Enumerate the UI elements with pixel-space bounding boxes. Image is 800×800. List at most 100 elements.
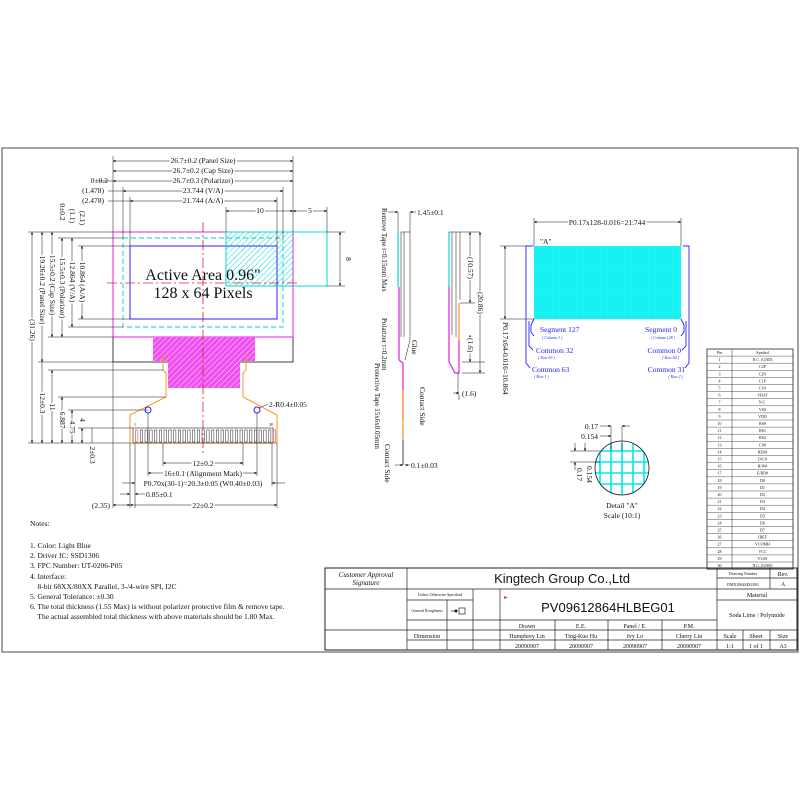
dim-16-a: (1.6)	[466, 338, 475, 353]
role-panel: Panel / E.	[623, 624, 647, 630]
pin-number: 8	[719, 407, 721, 412]
dim-10: 10	[256, 206, 264, 215]
date-panel: 20090907	[623, 644, 647, 650]
pin-symbol: C2P	[759, 364, 767, 369]
fpc-contact-pin	[230, 429, 234, 443]
note-3: 3. FPC Number: UT-0206-P05	[30, 561, 122, 570]
protective-tape-label: Protective Tape 15x6x0.05mm	[373, 363, 381, 449]
row-2-label: ( Row 2 )	[668, 374, 683, 379]
pin-number: 22	[718, 506, 722, 511]
dim-total-height: (31.26)	[28, 319, 37, 341]
ref-0-vertical: 0±0.2	[58, 203, 67, 220]
hatched-region	[226, 232, 293, 286]
fpc-contact-pin	[273, 429, 276, 443]
pin-number: 19	[718, 485, 722, 490]
ref-1478: (1.478)	[82, 186, 104, 195]
dim-alignment-mark: 16±0.1 (Alignment Mark)	[164, 469, 243, 478]
detail-width-x: 0.154	[581, 432, 598, 441]
ic-area	[153, 337, 255, 388]
pin-symbol: C1P	[759, 378, 767, 383]
fpc-contact-pin	[225, 429, 229, 443]
pin-number: 30	[718, 563, 722, 568]
pin-symbol: D4	[760, 506, 765, 511]
fpc-contact-pin	[173, 429, 177, 443]
pin-symbol: N.C. (GND)	[753, 563, 774, 568]
drawing-number: DMX2864SDGE01	[727, 582, 759, 587]
red-arrow-icon	[504, 596, 508, 599]
dim-va-height: 12.864 (V/A)	[68, 262, 77, 303]
note-4: 4. Interface:	[30, 572, 66, 581]
pixel-width-dim: P0.17x128-0.016=21.744	[569, 218, 646, 227]
name-pm: Cherry Lin	[676, 634, 703, 640]
fpc-contact-pin	[135, 429, 139, 443]
active-area-label: Active Area 0.96"	[145, 267, 260, 284]
pin-number: 14	[718, 449, 722, 454]
detail-title: Detail "A"	[606, 501, 638, 510]
fpc-contact-pin	[182, 429, 186, 443]
scale-value: 1:1	[726, 644, 734, 650]
drawing-frame	[1, 147, 799, 653]
detail-a-mark: "A"	[540, 237, 552, 246]
pin-number: 26	[718, 535, 722, 540]
dim-085: 0.85±0.1	[146, 490, 173, 499]
dim-12-fpc: 12±0.2	[193, 459, 214, 468]
detail-scale: Scale (10:1)	[604, 511, 641, 520]
pin-number: 1	[719, 357, 721, 362]
dim-cap-height: 15.5±0.2 (Cap Size)	[48, 255, 57, 316]
dim-polarizer-width: 26.7±0.3 (Polarizer)	[173, 176, 234, 185]
column-1-label: ( Column 1 )	[542, 335, 563, 340]
fpc-thickness-dim: 0.1±0.03	[411, 461, 438, 470]
pin-symbol: VLSS	[758, 556, 768, 561]
fpc-contact-pin	[235, 429, 238, 443]
pin-symbol: D0	[760, 478, 765, 483]
common-32-label: Common 32	[536, 346, 574, 355]
ref-2-1: (2.1)	[78, 211, 87, 226]
segment-127-label: Segment 127	[540, 325, 580, 334]
note-1: 1. Color: Light Blue	[30, 541, 92, 550]
pin-number: 16	[718, 464, 722, 469]
pin-symbol: VCOMH	[755, 542, 770, 547]
pin-symbol: D/C#	[758, 457, 767, 462]
note-4-detail: 8-bit 68XX/80XX Parallel, 3-/4-wire SPI,…	[30, 582, 176, 591]
dim-235: (2.35)	[92, 501, 111, 510]
dim-panel-height: 19.26±0.2 (Panel Size)	[38, 256, 47, 325]
pin-number: 15	[718, 457, 722, 462]
row-63-label: ( Row 63 )	[538, 355, 555, 360]
fpc-contact-pin	[263, 429, 267, 443]
symbol-header: Symbol	[756, 350, 769, 355]
pin-number: 7	[719, 400, 721, 405]
fpc-contact-pin	[168, 429, 172, 443]
ref-0: 0±0.2	[91, 176, 108, 185]
note-5: 5. General Tolerance: ±0.30	[30, 592, 114, 601]
pixel-array	[534, 246, 681, 319]
date-pm: 20090907	[677, 644, 701, 650]
fpc-contact-pin	[206, 429, 210, 443]
fpc-contact-pin	[159, 429, 162, 443]
pin-symbol: D2	[760, 492, 765, 497]
common-0-label: Common 0	[647, 346, 681, 355]
pin-number: 25	[718, 528, 722, 533]
column-128-label: ( Column 128 )	[651, 335, 676, 340]
detail-a: 0.17 0.154 0.17 0.154 Detail "A" Scale (…	[570, 422, 650, 520]
role-pm: P.M.	[683, 624, 695, 630]
fpc-contact-pin	[211, 429, 215, 443]
pin-symbol: CS#	[759, 442, 766, 447]
roughness-symbol-icon	[451, 607, 466, 615]
pin-number: 6	[719, 393, 721, 398]
fpc-contact-pin	[149, 429, 153, 443]
fpc-contact-pin	[239, 429, 243, 443]
fpc-contact-pin	[187, 429, 191, 443]
dim-22: 22±0.2	[193, 501, 214, 510]
dim-2: 2±0.3	[88, 446, 97, 463]
pin-symbol: BS0	[759, 421, 766, 426]
pin-symbol: VBAT	[757, 393, 768, 398]
dim-1057: (10.57)	[466, 257, 475, 279]
dim-12: 12±0.3	[38, 393, 47, 414]
remove-tape-label: Remove Tape t=0.15mm Max	[380, 208, 388, 292]
ref-2478: (2.478)	[82, 196, 104, 205]
dim-aa-width: 21.744 (A/A)	[183, 196, 224, 205]
pin-symbol: N.C.	[759, 400, 767, 405]
pin-number: 4	[719, 378, 721, 383]
dim-pitch: P0.70x(30-1)=20.3±0.05 (W0.40±0.03)	[144, 479, 263, 488]
